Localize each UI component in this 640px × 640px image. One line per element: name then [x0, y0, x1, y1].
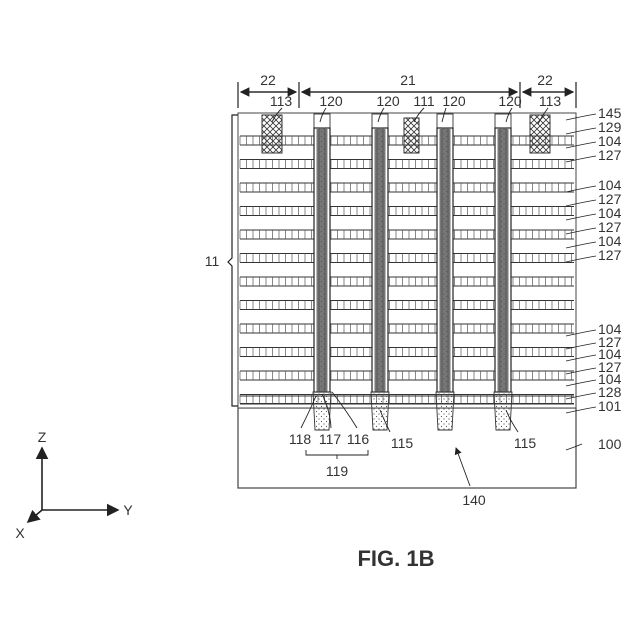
top-label: 120: [376, 93, 400, 109]
axis-z-label: Z: [38, 429, 47, 445]
stack-outline: [238, 113, 576, 408]
label-100: 100: [598, 436, 622, 452]
top-label: 120: [498, 93, 522, 109]
top-label: 113: [539, 93, 562, 109]
channel-core-116: [319, 128, 325, 392]
right-label: 127: [598, 247, 622, 263]
axis-y-label: Y: [123, 502, 133, 518]
top-label: 120: [442, 93, 466, 109]
channel-cap-120: [437, 114, 453, 128]
channel-core-116: [500, 128, 506, 392]
label-116: 116: [347, 431, 370, 447]
top-label: 120: [319, 93, 343, 109]
figure-caption: FIG. 1B: [357, 546, 434, 571]
axis-triad: [28, 448, 118, 522]
axis-x-label: X: [15, 525, 25, 541]
label-21: 21: [400, 72, 416, 88]
label-115-right: 115: [514, 435, 537, 451]
channel-cap-120: [495, 114, 511, 128]
channel-plug-115: [494, 392, 512, 430]
label-115-left: 115: [391, 435, 414, 451]
contact-113-left: [262, 115, 282, 153]
label-22-left: 22: [260, 72, 276, 88]
channel-plug-115: [436, 392, 454, 430]
channel-core-116: [377, 128, 383, 392]
label-22-right: 22: [537, 72, 553, 88]
top-labels: 113 120 120 111 120 120 113: [270, 93, 562, 109]
label-140: 140: [462, 492, 486, 508]
right-label: 101: [598, 398, 622, 414]
top-label: 111: [413, 93, 434, 109]
top-label: 113: [270, 93, 293, 109]
channel-core-116: [442, 128, 448, 392]
right-label: 127: [598, 147, 622, 163]
label-118: 118: [289, 431, 312, 447]
label-117: 117: [319, 431, 342, 447]
label-11: 11: [205, 253, 220, 269]
contact-111: [404, 118, 419, 153]
label-119: 119: [326, 463, 349, 479]
stack-bracket: [228, 115, 238, 406]
